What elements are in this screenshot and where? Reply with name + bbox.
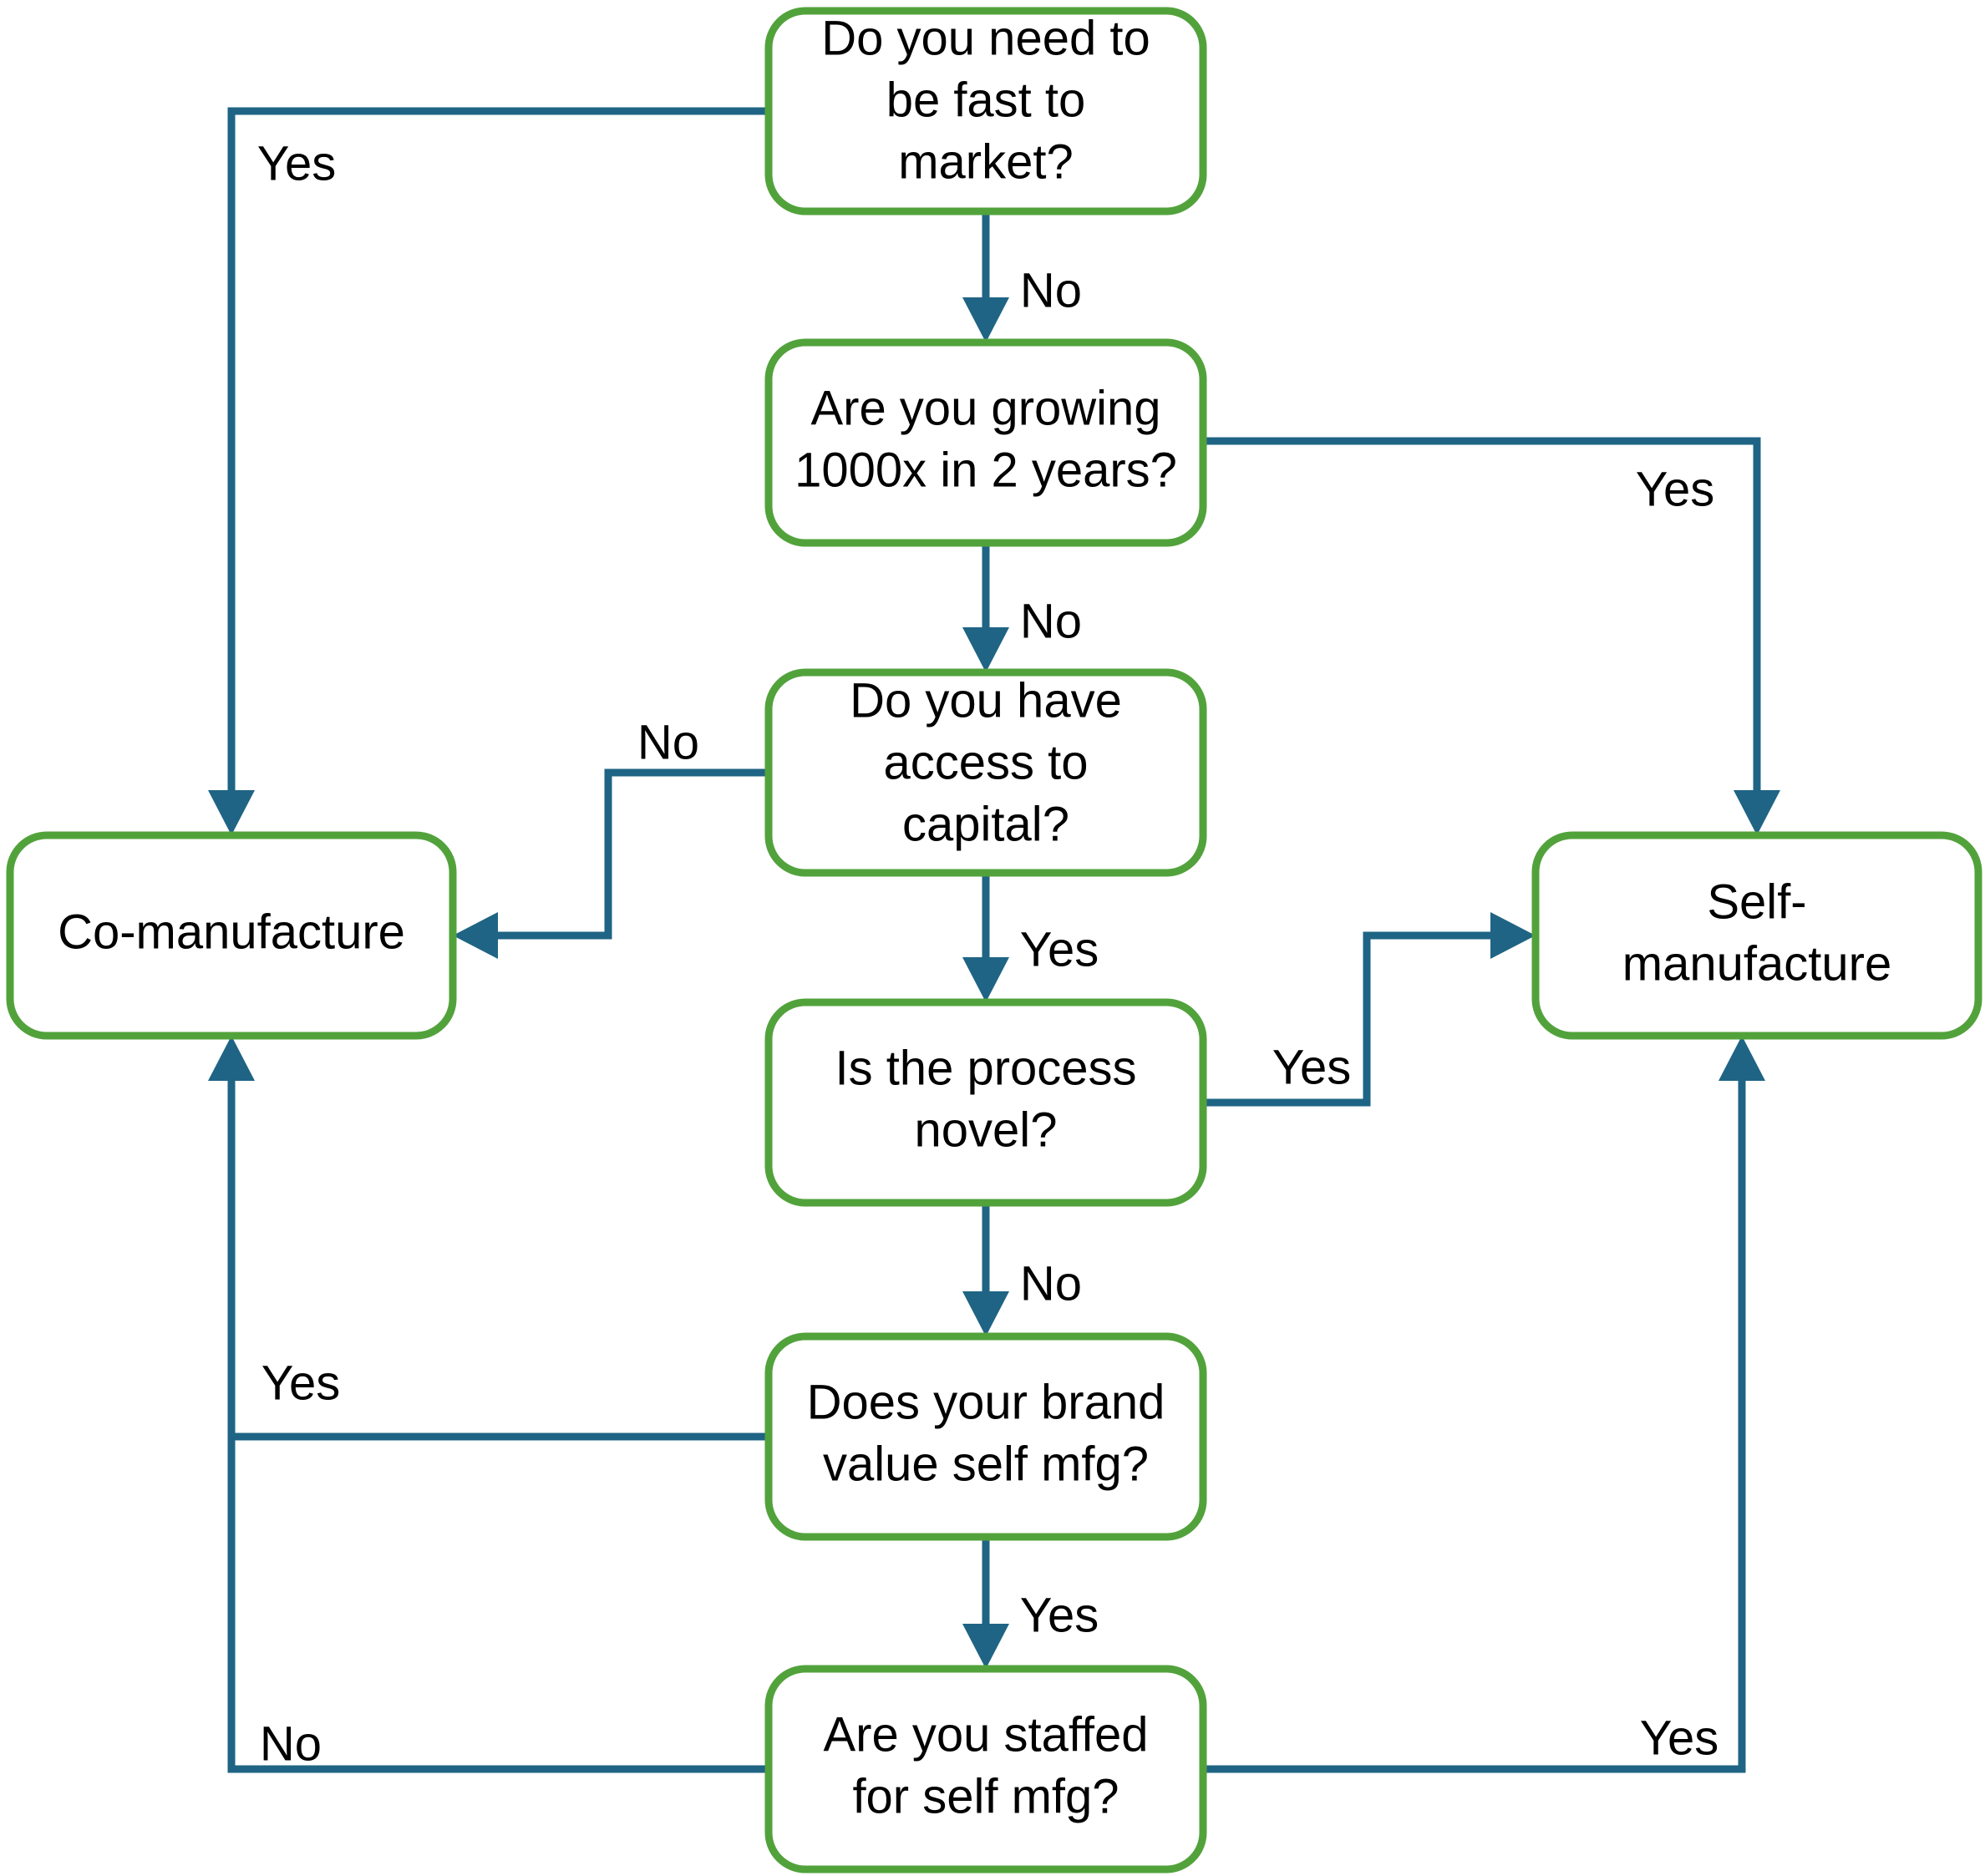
node-shape[interactable] <box>764 338 1207 547</box>
node-label-line3: capital? <box>902 797 1069 851</box>
node-label-line3: market? <box>898 134 1074 189</box>
node-label-line2: be fast to <box>886 73 1086 127</box>
edge-brand-yes: Yes <box>208 1036 769 1441</box>
node-label-line1: Are you growing <box>810 381 1160 435</box>
edge-label-novel-no: No <box>1020 1256 1082 1311</box>
edge-label-capital-yes: Yes <box>1020 922 1099 976</box>
edge-line <box>227 107 769 814</box>
arrow-head-icon <box>962 1291 1009 1336</box>
edge-line <box>227 1420 769 1773</box>
edge-label-brand-yes: Yes <box>261 1356 341 1410</box>
edge-line <box>1203 437 1761 814</box>
node-label-line1: Are you staffed <box>823 1707 1148 1762</box>
arrow-head-icon <box>1718 1036 1765 1081</box>
node-label-line2: value self mfg? <box>823 1437 1149 1491</box>
edge-label-capital-no: No <box>637 715 699 769</box>
node-label-line2: 1000x in 2 years? <box>795 443 1177 497</box>
edge-novel-yes: Yes <box>1203 912 1536 1107</box>
edge-staffed-yes: Yes <box>1203 1036 1765 1773</box>
edge-novel-no: No <box>962 1203 1082 1336</box>
arrow-head-icon <box>1734 790 1780 835</box>
node-label-line1: Co-manufacture <box>58 905 405 959</box>
node-shape[interactable] <box>764 1332 1207 1541</box>
edge-fast-to-market-yes: Yes <box>208 107 769 835</box>
node-label-line2: access to <box>884 735 1089 789</box>
node-shape[interactable] <box>764 998 1207 1207</box>
node-shape[interactable] <box>764 7 1207 215</box>
edge-capital-yes: Yes <box>962 873 1099 1002</box>
node-label-line2: manufacture <box>1622 936 1891 991</box>
node-label-line2: novel? <box>915 1103 1058 1157</box>
node-label-line2: for self mfg? <box>852 1769 1119 1823</box>
arrow-head-icon <box>962 957 1009 1002</box>
node-process-novel[interactable]: Is the process novel? <box>764 998 1207 1207</box>
arrow-head-icon <box>962 1624 1009 1669</box>
node-access-capital[interactable]: Do you have access to capital? <box>764 668 1207 877</box>
node-brand-value[interactable]: Does your brand value self mfg? <box>764 1332 1207 1541</box>
edge-label-brand-down-yes: Yes <box>1020 1588 1099 1642</box>
node-label-line1: Self- <box>1707 875 1806 929</box>
node-shape[interactable] <box>764 1665 1207 1873</box>
node-co-manufacture[interactable]: Co-manufacture <box>6 831 457 1040</box>
arrow-head-icon <box>962 297 1009 342</box>
node-fast-to-market[interactable]: Do you need to be fast to market? <box>764 7 1207 215</box>
edge-label-staffed-yes: Yes <box>1640 1711 1719 1765</box>
edge-label-fast-no: No <box>1020 263 1082 317</box>
edge-line <box>475 768 769 940</box>
edge-label-staffed-no: No <box>260 1716 322 1771</box>
arrow-head-icon <box>453 912 498 959</box>
edge-label-growing-no: No <box>1020 594 1082 648</box>
edge-growing-yes: Yes <box>1203 437 1780 835</box>
node-growing-1000x[interactable]: Are you growing 1000x in 2 years? <box>764 338 1207 547</box>
edge-growing-no: No <box>962 543 1082 672</box>
node-shape[interactable] <box>6 831 457 1040</box>
arrow-head-icon <box>1490 912 1536 959</box>
edge-label-fast-yes: Yes <box>257 136 337 190</box>
edge-fast-to-market-no: No <box>962 211 1082 342</box>
node-staffed[interactable]: Are you staffed for self mfg? <box>764 1665 1207 1873</box>
edge-label-novel-yes: Yes <box>1272 1040 1352 1094</box>
node-label-line1: Is the process <box>835 1041 1136 1095</box>
node-shape[interactable] <box>1531 831 1982 1040</box>
edge-line <box>1203 1057 1746 1773</box>
edge-staffed-no: No <box>227 1420 769 1773</box>
edge-capital-no: No <box>453 715 769 959</box>
edge-label-growing-yes: Yes <box>1636 462 1715 516</box>
node-label-line1: Does your brand <box>807 1375 1165 1429</box>
node-label-line1: Do you have <box>850 673 1122 728</box>
node-self-manufacture[interactable]: Self- manufacture <box>1531 831 1982 1040</box>
node-label-line1: Do you need to <box>821 11 1150 65</box>
node-shape[interactable] <box>764 668 1207 877</box>
arrow-head-icon <box>962 627 1009 672</box>
edge-brand-down-yes: Yes <box>962 1537 1099 1669</box>
arrow-head-icon <box>208 790 255 835</box>
arrow-head-icon <box>208 1036 255 1081</box>
edge-line <box>1203 931 1514 1107</box>
